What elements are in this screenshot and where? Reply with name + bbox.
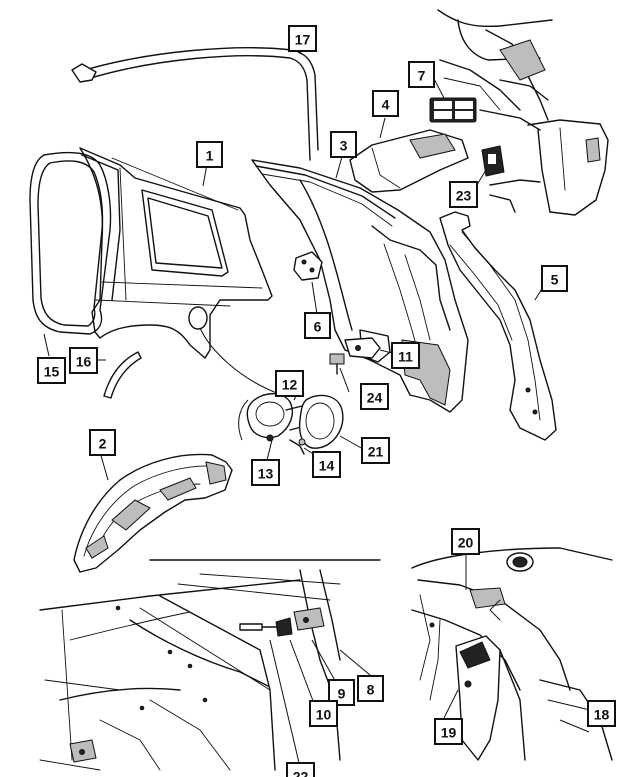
callout-box [309,700,338,727]
quarter-panel-outer-part [79,147,273,359]
callout-12: 12 [275,370,304,397]
callout-9: 9 [328,679,355,706]
callout-box [587,700,616,727]
callout-3: 3 [330,131,357,158]
d-pillar-reinforcement-part [439,211,557,441]
weatherstrip-part [29,151,112,335]
callout-1: 1 [196,141,223,168]
drip-rail-part [71,47,319,161]
callout-number: 2 [99,436,107,452]
callout-box [288,25,317,52]
callout-19: 19 [434,718,463,745]
callout-22: 22 [286,762,315,777]
callout-number: 19 [441,725,457,741]
callout-number: 17 [295,32,311,48]
wheelhouse-inset [411,547,613,761]
callout-number: 1 [206,148,214,164]
callout-23: 23 [449,181,478,208]
callout-box [89,429,116,456]
callout-number: 16 [76,354,92,370]
callout-2: 2 [89,429,116,456]
callout-box [408,61,435,88]
vent-duct-part [349,129,469,193]
callout-box [275,370,304,397]
callout-number: 24 [367,390,383,406]
callout-14: 14 [312,451,341,478]
callout-number: 13 [258,466,274,482]
callout-7: 7 [408,61,435,88]
fuel-door-assembly [238,393,344,455]
callout-box [196,141,223,168]
callout-box [541,265,568,292]
callout-number: 10 [316,707,332,723]
callout-number: 15 [44,364,60,380]
callout-number: 11 [398,349,413,365]
callout-box [357,675,384,702]
cargo-floor-inset [39,559,381,771]
callout-box [304,312,331,339]
callout-box [312,451,341,478]
callout-number: 9 [338,686,346,702]
hinge-bracket-part [344,337,381,359]
callout-box [391,342,420,369]
callout-10: 10 [309,700,338,727]
callout-11: 11 [391,342,420,369]
callout-4: 4 [372,90,399,117]
callout-24: 24 [360,383,389,410]
callout-16: 16 [69,347,98,374]
callout-box [434,718,463,745]
callout-number: 20 [458,535,474,551]
bracket-part [293,251,323,281]
callout-8: 8 [357,675,384,702]
callout-number: 6 [314,319,322,335]
filler-pocket-line [199,327,283,396]
callout-box [69,347,98,374]
callout-number: 3 [340,138,348,154]
small-clip-part [481,145,505,177]
bolt-part [329,353,345,375]
callout-6: 6 [304,312,331,339]
small-trim-part [103,351,142,399]
rear-body-corner-inset [437,9,609,216]
callout-18: 18 [587,700,616,727]
callout-box [361,437,390,464]
callout-number: 4 [382,97,390,113]
callout-number: 8 [367,682,375,698]
callout-21: 21 [361,437,390,464]
callout-20: 20 [451,528,480,555]
callout-number: 23 [456,188,472,204]
wheelhouse-liner-part [73,453,233,573]
callout-13: 13 [251,459,280,486]
callout-5: 5 [541,265,568,292]
callout-number: 5 [551,272,559,288]
callout-box [251,459,280,486]
callout-box [372,90,399,117]
callout-number: 21 [368,444,384,460]
callout-number: 7 [418,68,426,84]
callout-15: 15 [37,357,66,384]
callout-number: 12 [282,377,298,393]
callout-number: 22 [293,769,309,777]
callout-box [360,383,389,410]
vent-grille-part [429,97,477,123]
callout-box [449,181,478,208]
callout-number: 14 [319,458,335,474]
callout-box [330,131,357,158]
callout-box [286,762,315,777]
callout-number: 18 [594,707,610,723]
callout-17: 17 [288,25,317,52]
callout-box [451,528,480,555]
callout-box [37,357,66,384]
